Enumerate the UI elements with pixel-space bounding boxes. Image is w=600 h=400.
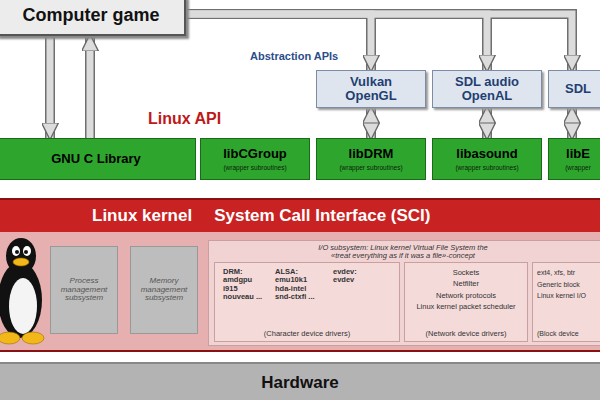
connector-outline xyxy=(45,36,55,138)
group-label: Abstraction APIs xyxy=(250,50,338,62)
library-box: GNU C Library xyxy=(0,138,196,180)
connector-outline xyxy=(366,108,376,138)
connector-outline xyxy=(482,108,492,138)
node-title: DRM: amdgpu i915 nouveau ... xyxy=(223,268,267,301)
connector-arrow xyxy=(87,36,94,138)
group-label: Linux API xyxy=(148,110,221,128)
node-text: Network protocols xyxy=(436,292,496,300)
tux-part xyxy=(13,258,29,266)
node-text: (wrapper subroutines) xyxy=(339,164,402,171)
node-title: Computer game xyxy=(22,6,159,26)
tux-part xyxy=(0,332,20,344)
node-title: Memory management subsystem xyxy=(133,277,195,303)
node-title: Hardware xyxy=(261,374,338,393)
node-text: (wrapper xyxy=(565,164,591,171)
connector-outline xyxy=(567,108,577,138)
connector-arrow xyxy=(186,14,487,70)
library-box: libCGroup (wrapper subroutines) xyxy=(200,138,310,180)
tux-penguin xyxy=(0,234,46,346)
tux-part xyxy=(24,250,28,254)
driver-group: SocketsNetfilterNetwork protocolsLinux k… xyxy=(404,262,528,342)
driver-group: DRM: amdgpu i915 nouveau ...ALSA: emu10k… xyxy=(214,262,400,342)
tux-part xyxy=(12,246,20,256)
subsystem-box: Process management subsystem xyxy=(50,246,118,334)
tux-part xyxy=(6,238,36,274)
io-subsystem: I/O subsystem: Linux kernel Virtual File… xyxy=(208,240,600,346)
node-text: System Call Interface (SCI) xyxy=(214,207,430,226)
node-text: (Character device drivers) xyxy=(215,330,399,338)
node-title: libE xyxy=(566,147,590,161)
library-box: libE (wrapper xyxy=(548,138,600,180)
node-title: Process management subsystem xyxy=(53,277,115,303)
library-box: libDRM (wrapper subroutines) xyxy=(316,138,426,180)
driver-group: ext4, xfs, btrGeneric blockLinux kernel … xyxy=(532,262,600,342)
node-text: (wrapper subroutines) xyxy=(455,164,518,171)
api-box: SDL audio OpenAL xyxy=(432,70,542,108)
connector-arrow xyxy=(368,108,375,138)
node-title: libDRM xyxy=(349,147,394,161)
node-title: libCGroup xyxy=(223,147,287,161)
node-title: I/O subsystem: Linux kernel Virtual File… xyxy=(317,244,489,261)
subsystem-box: Memory management subsystem xyxy=(130,246,198,334)
node-title: GNU C Library xyxy=(51,152,141,166)
node-text: Linux kernel I/O xyxy=(537,292,586,300)
program-box: Computer game xyxy=(0,0,186,36)
kernel-band: Linux kernel System Call Interface (SCI) P… xyxy=(0,198,600,352)
node-title: libasound xyxy=(456,147,517,161)
connector-arrow xyxy=(186,14,371,70)
connector-outline xyxy=(186,14,487,70)
library-box: libasound (wrapper subroutines) xyxy=(432,138,542,180)
connector-arrow xyxy=(186,14,572,70)
node-text: (Network device drivers) xyxy=(405,330,527,338)
node-title: Sockets xyxy=(453,269,480,277)
connector-arrow xyxy=(47,36,54,138)
connector-outline xyxy=(186,14,371,70)
node-title: SDL xyxy=(565,82,591,96)
node-title: SDL audio OpenAL xyxy=(447,75,527,104)
tux-part xyxy=(23,246,31,256)
tux-part xyxy=(22,332,44,344)
hardware-band: Hardware xyxy=(0,362,600,400)
connector-arrow xyxy=(569,108,576,138)
node-text: Netfilter xyxy=(453,280,479,288)
node-text: ALSA: emu10k1 hda-intel snd-ctxfi ... xyxy=(275,268,321,301)
connector-arrow xyxy=(484,108,491,138)
node-title: Vulkan OpenGL xyxy=(335,75,407,104)
node-text: (wrapper subroutines) xyxy=(223,164,286,171)
node-title: Linux kernel xyxy=(92,207,192,226)
node-title: ext4, xfs, btr xyxy=(537,269,575,277)
api-box: SDL xyxy=(548,70,600,108)
api-box: Vulkan OpenGL xyxy=(316,70,426,108)
connector-outline xyxy=(186,14,572,70)
node-text: Linux kernel packet scheduler xyxy=(416,303,515,311)
connector-outline xyxy=(85,36,95,138)
node-text: (Block device xyxy=(537,330,579,338)
tux-part xyxy=(9,278,37,334)
node-text: evdev: evdev xyxy=(333,268,369,285)
node-text: Generic block xyxy=(537,281,580,289)
tux-part xyxy=(15,250,19,254)
